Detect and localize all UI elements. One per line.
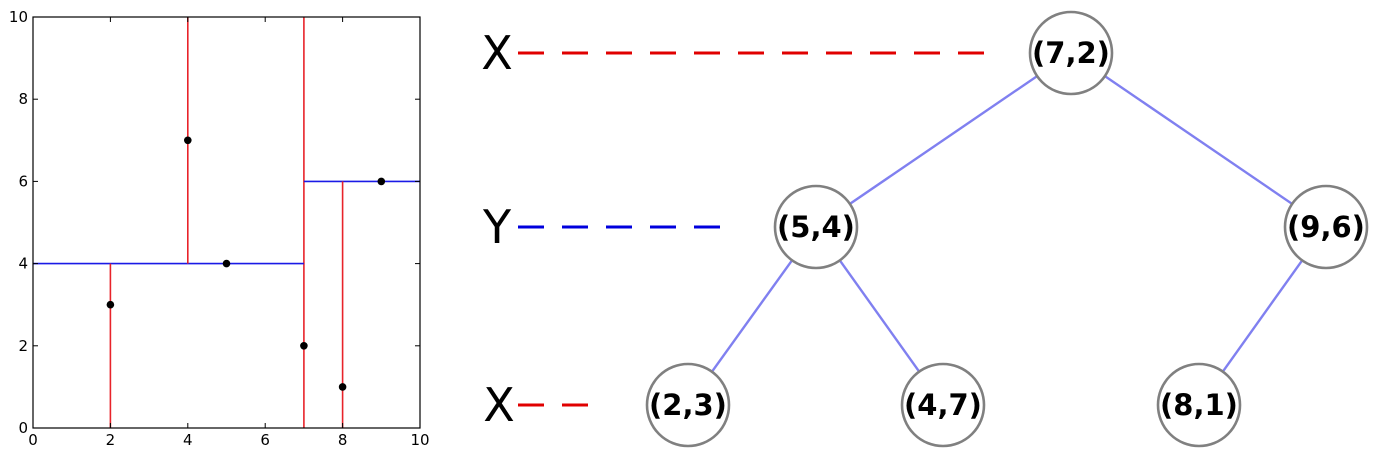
plot-frame (32, 16, 421, 429)
x-tick-label: 6 (260, 431, 270, 449)
level-2-axis-label: X (483, 378, 515, 432)
node-circle (645, 362, 731, 448)
x-tick-label: 8 (338, 431, 348, 449)
x-tick-label: 0 (28, 431, 38, 449)
data-points (106, 136, 386, 391)
partition-plot: 0 2 4 6 8 10 0 2 4 6 8 10 (9, 8, 430, 449)
data-point-2-3 (106, 300, 115, 309)
node-label: (5,4) (777, 210, 855, 244)
y-tick-label: 8 (18, 90, 28, 108)
tick-marks (32, 16, 421, 429)
edge-n72-n54 (815, 52, 1072, 228)
tree-node-n47: (4,7) (900, 362, 986, 448)
y-tick-label: 6 (18, 172, 28, 190)
node-circle (1156, 362, 1242, 448)
x-tick-label: 10 (410, 431, 429, 449)
node-label: (2,3) (649, 388, 727, 422)
node-label: (9,6) (1287, 210, 1365, 244)
node-circle (900, 362, 986, 448)
tree-node-n81: (8,1) (1156, 362, 1242, 448)
tree-node-n72: (7,2) (1028, 10, 1114, 96)
data-point-4-7 (184, 136, 192, 145)
x-tick-label: 4 (183, 431, 193, 449)
node-label: (8,1) (1160, 388, 1238, 422)
edge-n72-n96 (1070, 52, 1327, 228)
kd-tree: X Y X (7,2) (5,4) (9,6) (2,3) (4,7) (8,1) (481, 10, 1369, 448)
level-labels: X Y X (481, 26, 985, 432)
x-tick-labels: 0 2 4 6 8 10 (28, 431, 429, 449)
tree-node-n54: (5,4) (773, 184, 859, 270)
node-circle (1028, 10, 1114, 96)
level-0-axis-label: X (481, 26, 513, 80)
data-point-8-1 (338, 383, 347, 391)
y-tick-label: 2 (18, 337, 28, 355)
split-lines (33, 17, 420, 428)
node-circle (1283, 184, 1369, 270)
data-point-7-2 (300, 342, 308, 350)
level-1-axis-label: Y (482, 200, 512, 254)
y-tick-label: 0 (18, 419, 28, 437)
tree-node-n23: (2,3) (645, 362, 731, 448)
node-label: (4,7) (904, 388, 982, 422)
node-label: (7,2) (1032, 36, 1110, 70)
tree-node-n96: (9,6) (1283, 184, 1369, 270)
y-tick-label: 4 (18, 255, 28, 273)
tree-nodes: (7,2) (5,4) (9,6) (2,3) (4,7) (8,1) (645, 10, 1369, 448)
y-tick-labels: 0 2 4 6 8 10 (9, 8, 28, 437)
x-tick-label: 2 (106, 431, 116, 449)
y-tick-label: 10 (9, 8, 28, 26)
data-point-5-4 (222, 259, 231, 268)
data-point-9-6 (377, 177, 386, 186)
node-circle (773, 184, 859, 270)
